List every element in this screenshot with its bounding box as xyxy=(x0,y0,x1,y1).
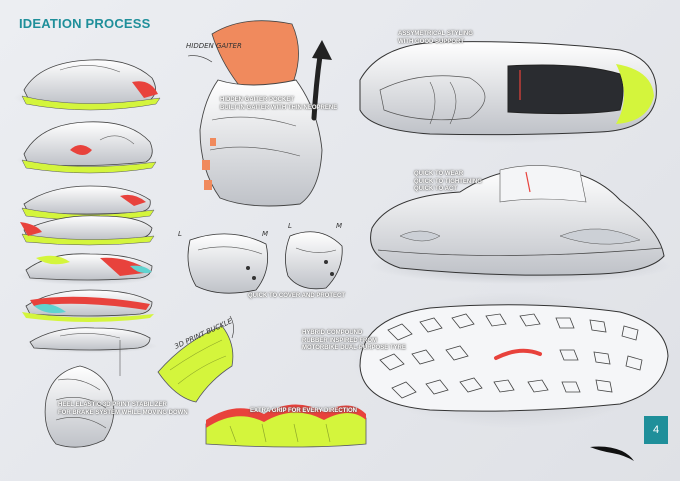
shoe-sketch-2 xyxy=(16,121,160,174)
pouch-middle-label: M xyxy=(262,230,269,238)
shoe-sketch-6 xyxy=(18,289,158,322)
shoe-side-view-sketch xyxy=(370,165,670,284)
hidden-gaiter-handwritten: HIDDEN GAITER xyxy=(186,42,242,50)
outsole-sketch xyxy=(352,292,672,428)
note-extra-grip: EXTRA GRIP FOR EVERY DIRECTION xyxy=(250,408,358,414)
shoe-sketch-3 xyxy=(18,185,158,221)
note-hybrid-compound: HYBRID COMPOUND RUBBER INSPIRED FROM MOT… xyxy=(302,330,406,351)
brand-swoosh-icon xyxy=(590,446,634,461)
printed-buckle-sketch xyxy=(157,315,234,403)
gaiter-pouch-sketch-right xyxy=(285,231,343,290)
pouch2-middle-label: M xyxy=(336,222,343,230)
heel-stabilizer-sketch xyxy=(44,340,121,448)
shoe-sketch-4 xyxy=(18,215,158,246)
shoe-top-view-sketch xyxy=(358,41,658,144)
gaiter-pouch-sketch-left xyxy=(187,233,269,294)
page-title: IDEATION PROCESS xyxy=(19,16,151,31)
note-quick-to-cover: QUICK TO COVER AND PROTECT xyxy=(248,293,346,299)
pouch-left-label: L xyxy=(178,230,182,238)
shoe-sketch-5 xyxy=(18,253,158,285)
gaiter-sketch xyxy=(187,20,323,207)
curved-arrow-icon xyxy=(311,40,332,121)
shoe-sketch-7 xyxy=(26,327,158,353)
note-quick-to-wear: QUICK TO WEAR QUICK TO TIGHTENING QUICK … xyxy=(414,171,482,192)
note-asymmetrical-styling: ASSYMETRICAL STYLING WITH GOOD SUPPORT xyxy=(398,31,473,45)
note-heel-elastic: HEEL ELASTIC 3D PRINT STABILIZER FOR BRA… xyxy=(58,402,188,416)
shoe-sketch-1 xyxy=(14,59,162,111)
pouch2-left-label: L xyxy=(288,222,292,230)
extra-grip-sole-sketch xyxy=(205,404,367,448)
note-hidden-gaiter-pocket: HIDDEN GAITER POCKET BUILT-IN GAITER WIT… xyxy=(220,97,338,111)
page-number: 4 xyxy=(644,416,668,444)
